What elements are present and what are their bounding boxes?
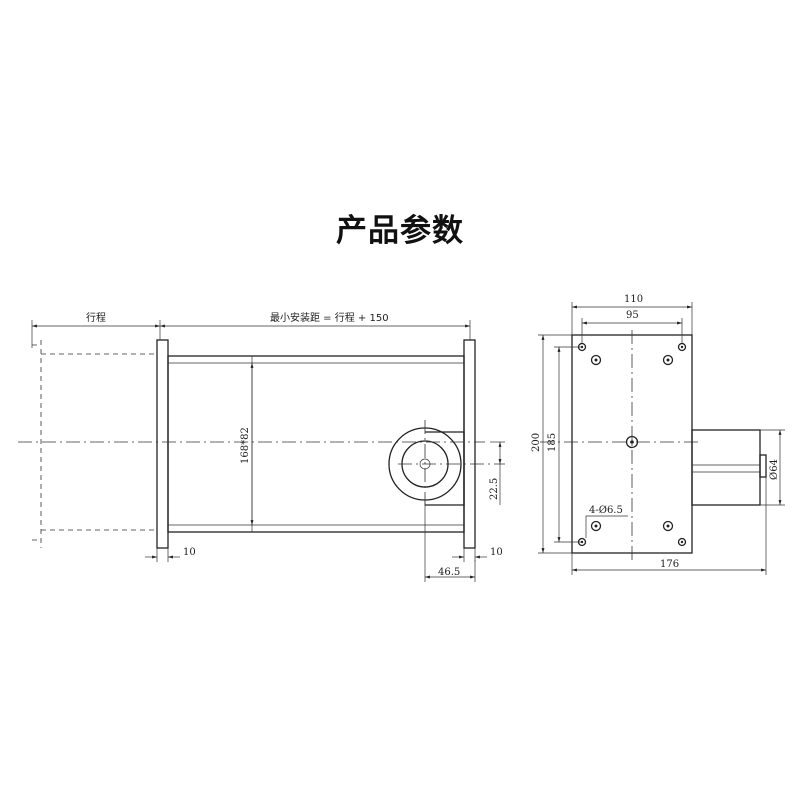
dim-motor-label: 46.5 — [438, 567, 460, 578]
dim-width-outer-label: 110 — [624, 294, 643, 305]
dim-holes-label: 4-Ø6.5 — [589, 505, 623, 516]
side-motor — [691, 429, 767, 506]
page-title: 产品参数 — [336, 213, 464, 249]
dim-length-label: 176 — [660, 559, 679, 570]
dim-stroke-label: 行程 — [86, 311, 106, 324]
dim-height-inner-label: 185 — [547, 433, 558, 452]
right-flange — [463, 339, 476, 549]
dim-flange-right-label: 10 — [490, 547, 503, 558]
actuator-body — [167, 355, 465, 533]
mounting-holes — [577, 342, 687, 547]
side-view: 行程 最小安装距 = 行程 + 150 168*82 10 10 22.5 46… — [18, 311, 505, 582]
dim-motor-dia-label: Ø64 — [769, 459, 780, 480]
motor-housing — [388, 427, 465, 506]
end-view: 110 95 200 185 4-Ø6.5 176 Ø64 — [531, 294, 785, 575]
dim-offset-label: 22.5 — [489, 478, 500, 500]
dim-section-label: 168*82 — [240, 427, 251, 464]
dim-flange-label: 10 — [183, 547, 196, 558]
dim-min-install-label: 最小安装距 = 行程 + 150 — [270, 311, 389, 324]
dim-width-inner-label: 95 — [626, 310, 639, 321]
left-flange — [156, 339, 169, 549]
dim-height-outer-label: 200 — [531, 433, 542, 452]
extended-rod-phantom — [32, 340, 157, 548]
